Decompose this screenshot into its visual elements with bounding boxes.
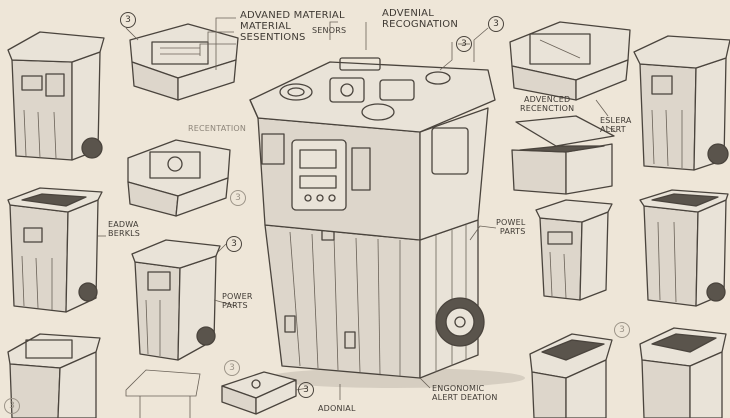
bin-sketch-right-center bbox=[535, 199, 613, 301]
callout-number-badge: 3 bbox=[614, 322, 630, 338]
bin-sketch-top-left bbox=[7, 31, 105, 161]
callout-number-badge: 3 bbox=[226, 236, 242, 252]
callout-number-badge: 3 bbox=[224, 360, 240, 376]
bin-sketch-bottom-right-a bbox=[529, 333, 613, 418]
callout-number-badge: 3 bbox=[488, 16, 504, 32]
bin-sketch-top-right-open bbox=[509, 21, 631, 101]
bin-sketch-right-lid-open bbox=[511, 115, 615, 195]
label-adveniial-recognation: ADVENIAL RECOGNATION bbox=[382, 8, 459, 30]
label-engonomic-alert-deation: ENGONOMIC ALERT DEATION bbox=[432, 384, 498, 402]
bin-sketch-top-center-left bbox=[129, 23, 239, 101]
callout-number-badge: 3 bbox=[4, 398, 20, 414]
control-module-bottom bbox=[221, 371, 297, 415]
bin-sketch-left-mid bbox=[127, 139, 231, 217]
label-advanced-material-sensors: ADVANED MATERIAL MATERIAL SESENTIONS bbox=[240, 10, 345, 43]
label-power-parts: POWER PARTS bbox=[222, 292, 253, 310]
label-powel-parts: POWEL PARTS bbox=[496, 218, 526, 236]
callout-leaders bbox=[98, 17, 617, 400]
callout-number-badge: 3 bbox=[456, 36, 472, 52]
callout-number-badge: 3 bbox=[298, 382, 314, 398]
callout-number-badge: 3 bbox=[120, 12, 136, 28]
label-senors: SENORS bbox=[312, 26, 347, 35]
bin-sketch-right-open-tall bbox=[639, 189, 729, 307]
bin-sketch-left-open bbox=[7, 187, 103, 313]
label-eadwa-berkls: EADWA BERKLS bbox=[108, 220, 141, 238]
bin-sketch-bottom-right-b bbox=[639, 327, 727, 418]
label-adonial: ADONIAL bbox=[318, 404, 356, 413]
bin-sketch-top-right bbox=[633, 35, 730, 171]
label-eslera-alert: ESLERA ALERT bbox=[600, 116, 632, 134]
main-smart-bin bbox=[249, 57, 525, 388]
bin-sketch-bottom-center-left bbox=[125, 369, 201, 418]
label-advenced-recenction: ADVENCED RECENCTION bbox=[520, 95, 575, 113]
bin-sketch-center-left-tall bbox=[131, 239, 221, 361]
bin-sketch-bottom-left bbox=[7, 333, 101, 418]
callout-number-badge: 3 bbox=[230, 190, 246, 206]
label-recentation: RECENTATION bbox=[188, 124, 247, 133]
